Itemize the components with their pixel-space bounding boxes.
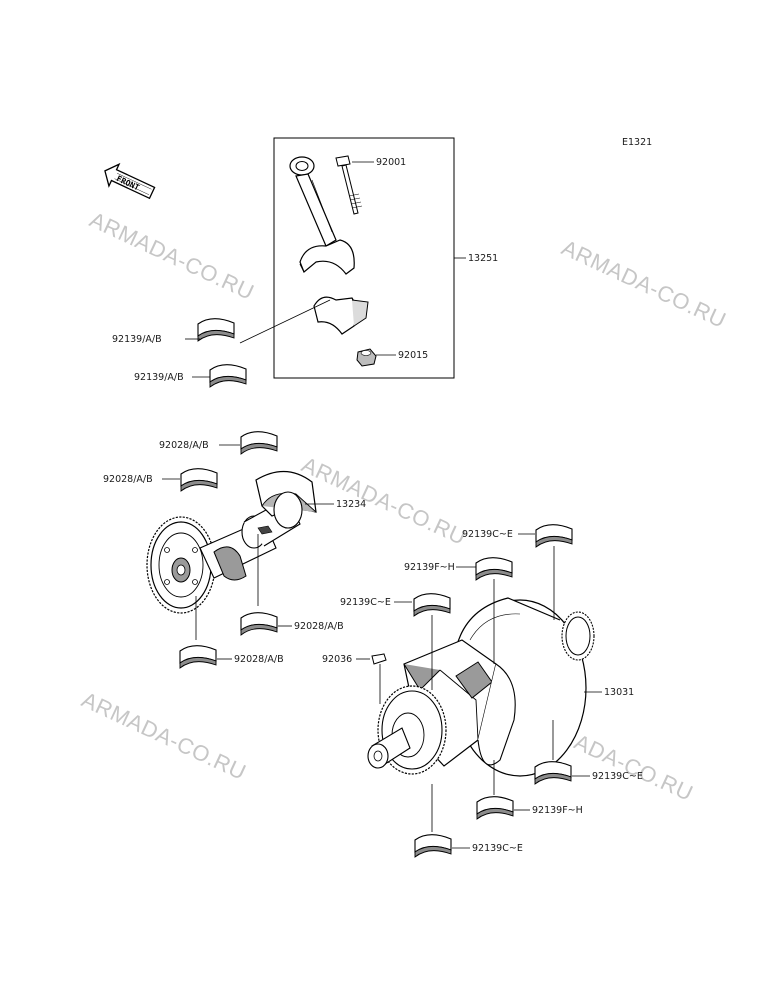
- watermark-4: ARMADA-CO.RU: [78, 687, 250, 785]
- key-icon: [371, 653, 387, 665]
- balancer-gear-icon: [146, 516, 216, 614]
- connecting-rod-assembly: 13251 92001 92015: [239, 137, 498, 379]
- bearing-shell-icon: [476, 796, 514, 820]
- bearing-shell-icon: [475, 557, 513, 581]
- bearing-shell-icon: [209, 364, 247, 388]
- connecting-rod-icon: [289, 156, 355, 275]
- label-92139fh-2[interactable]: 92139F~H: [532, 805, 583, 816]
- watermark-3: ARMADA-CO.RU: [298, 452, 470, 550]
- label-13251[interactable]: 13251: [468, 253, 498, 264]
- label-92139ce-1[interactable]: 92139C~E: [462, 529, 513, 540]
- label-92001[interactable]: 92001: [376, 157, 406, 168]
- label-92139ce-4[interactable]: 92139C~E: [472, 843, 523, 854]
- rod-cap-icon: [313, 296, 369, 335]
- label-13031[interactable]: 13031: [604, 687, 634, 698]
- label-92028-ab-4[interactable]: 92028/A/B: [234, 654, 284, 665]
- label-92036[interactable]: 92036: [322, 654, 352, 665]
- watermark-2: ARMADA-CO.RU: [558, 235, 730, 333]
- balancer-shaft-assembly: [146, 470, 317, 614]
- label-92139fh-1[interactable]: 92139F~H: [404, 562, 455, 573]
- front-arrow-icon: FRONT: [104, 162, 156, 200]
- label-92028-ab-1[interactable]: 92028/A/B: [159, 440, 209, 451]
- label-92139ce-3[interactable]: 92139C~E: [592, 771, 643, 782]
- bearing-shell-icon: [240, 612, 278, 636]
- label-92139-ab-1[interactable]: 92139/A/B: [112, 334, 162, 345]
- bearing-shell-icon: [240, 431, 278, 455]
- bearing-shell-icon: [414, 834, 452, 858]
- label-92015[interactable]: 92015: [398, 350, 428, 361]
- bearing-shell-icon: [179, 645, 217, 669]
- crank-gear-icon: [561, 611, 595, 661]
- watermark-1: ARMADA-CO.RU: [86, 207, 258, 305]
- bearing-shell-icon: [535, 524, 573, 548]
- bearing-shell-icon: [197, 318, 235, 342]
- label-13234[interactable]: 13234: [336, 499, 366, 510]
- crankshaft-assembly: [367, 597, 595, 777]
- nut-icon: [356, 348, 377, 367]
- bolt-icon: [335, 155, 363, 215]
- bearing-shell-icon: [534, 761, 572, 785]
- diagram-code: E1321: [622, 137, 652, 148]
- label-92139-ab-2[interactable]: 92139/A/B: [134, 372, 184, 383]
- label-92139ce-2[interactable]: 92139C~E: [340, 597, 391, 608]
- label-92028-ab-3[interactable]: 92028/A/B: [294, 621, 344, 632]
- bearing-shell-icon: [413, 593, 451, 617]
- bearing-shell-icon: [180, 468, 218, 492]
- label-92028-ab-2[interactable]: 92028/A/B: [103, 474, 153, 485]
